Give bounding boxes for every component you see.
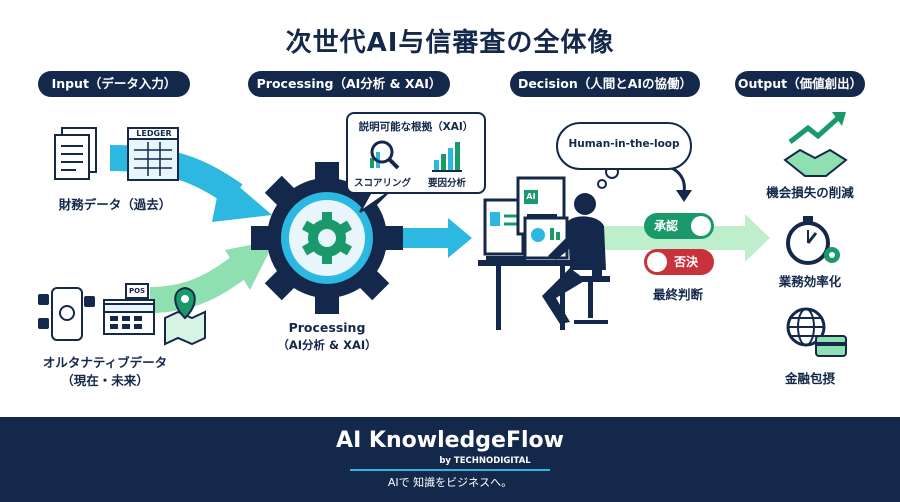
toggle-knob <box>647 252 667 272</box>
ledger-icon <box>127 127 179 181</box>
stage-decision-pill: Decision（人間とAIの協働） <box>510 71 700 97</box>
handshake-growth-icon <box>783 112 848 177</box>
financial-data-caption: 財務データ（過去） <box>58 197 172 212</box>
alternative-data-caption-line2: （現在・未来） <box>61 373 149 388</box>
final-decision-caption: 最終判断 <box>652 287 703 302</box>
stage-output-pill: Output（価値創出） <box>735 71 865 97</box>
documents-icon <box>54 127 97 180</box>
processing-caption-line2: （AI分析 & XAI） <box>277 338 377 352</box>
processing-to-decision-arrow <box>400 218 472 258</box>
footer-band <box>0 417 900 502</box>
output-item-label: 金融包摂 <box>784 371 835 386</box>
pos-label: POS <box>128 287 146 295</box>
thought-cloud: Human-in-the-loop <box>556 122 692 170</box>
scoring-label: スコアリング <box>354 178 412 189</box>
xai-bubble: 説明可能な根拠（XAI） スコアリング 要因分析 <box>346 112 486 194</box>
stage-input-pill: Input（データ入力） <box>38 71 190 97</box>
smartphone-icon <box>38 287 95 341</box>
map-pin-icon <box>164 286 206 346</box>
processing-gear-icon <box>251 162 403 314</box>
xai-icons <box>370 140 462 172</box>
globe-card-icon <box>786 307 847 357</box>
screen-ai-label: AI <box>526 192 536 201</box>
alternative-data-caption-line1: オルタナティブデータ <box>42 355 168 370</box>
stage-processing-pill: Processing（AI分析 & XAI） <box>248 71 450 97</box>
reject-label: 否決 <box>674 255 699 269</box>
page-title: 次世代AI与信審査の全体像 <box>285 28 615 58</box>
brand-logo: AI KnowledgeFlow <box>336 428 564 453</box>
bar-chart-icon <box>432 142 462 172</box>
approve-toggle[interactable]: 承認 <box>644 213 714 239</box>
output-item-label: 業務効率化 <box>778 274 842 289</box>
output-item-label: 機会損失の削減 <box>766 185 854 200</box>
xai-bubble-title: 説明可能な根拠（XAI） <box>358 121 474 133</box>
brand-byline: by TECHNODIGITAL <box>439 456 531 466</box>
magnifier-chart-icon <box>370 140 400 170</box>
reject-toggle[interactable]: 否決 <box>644 249 714 275</box>
pos-register-icon <box>103 283 155 335</box>
brand-underline <box>350 469 550 471</box>
factor-analysis-label: 要因分析 <box>428 178 467 189</box>
approve-label: 承認 <box>654 219 679 233</box>
flow-diagram <box>38 112 848 357</box>
processing-caption-line1: Processing <box>288 320 366 335</box>
ledger-label: LEDGER <box>136 129 172 138</box>
human-in-the-loop-label: Human-in-the-loop <box>568 138 680 150</box>
toggle-knob <box>691 216 711 236</box>
stopwatch-gear-icon <box>786 216 840 265</box>
brand-tagline: AIで 知識をビジネスへ。 <box>387 476 513 489</box>
alternative-flow-arrow <box>149 240 275 313</box>
analyst-at-desk-icon <box>478 176 610 330</box>
